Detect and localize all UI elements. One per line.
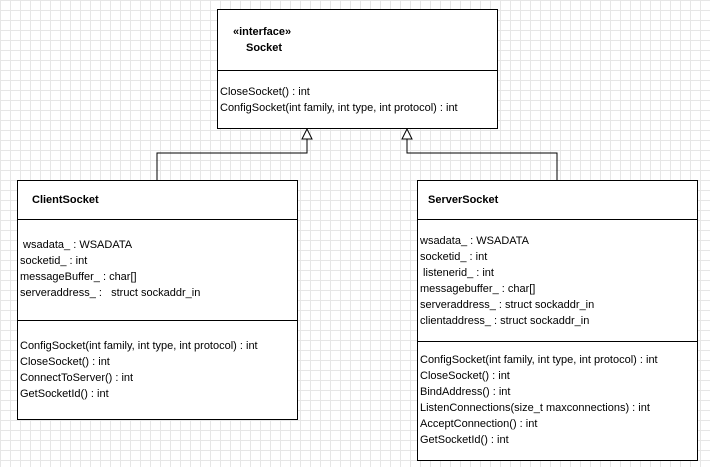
server-method: AcceptConnection() : int bbox=[420, 418, 538, 430]
interface-name: Socket bbox=[246, 42, 283, 54]
server-attribute: clientaddress_ : struct sockaddr_in bbox=[420, 315, 590, 327]
server-method: BindAddress() : int bbox=[420, 386, 511, 398]
client-to-interface-edge bbox=[156, 139, 308, 180]
server-attribute: serveraddress_ : struct sockaddr_in bbox=[420, 299, 595, 311]
server-method: CloseSocket() : int bbox=[420, 370, 510, 382]
server-attribute: wsadata_ : WSADATA bbox=[420, 235, 530, 247]
server-method: GetSocketId() : int bbox=[420, 434, 509, 446]
interface-separator bbox=[218, 70, 497, 71]
interface-method: CloseSocket() : int bbox=[220, 86, 310, 98]
client-attribute: wsadata_ : WSADATA bbox=[20, 239, 133, 251]
client-inheritance-arrowhead bbox=[301, 127, 313, 140]
client-name-separator bbox=[18, 219, 297, 220]
client-attribute-separator bbox=[18, 320, 297, 321]
server-attribute: socketid_ : int bbox=[420, 251, 488, 263]
interface-stereotype: «interface» bbox=[233, 26, 292, 38]
server-attribute-separator bbox=[418, 341, 697, 342]
server-socket-class[interactable]: ServerSocket wsadata_ : WSADATA socketid… bbox=[417, 180, 698, 461]
server-attribute: messagebuffer_ : char[] bbox=[420, 283, 536, 295]
server-method: ListenConnections(size_t maxconnections)… bbox=[420, 402, 650, 414]
client-socket-class[interactable]: ClientSocket wsadata_ : WSADATA socketid… bbox=[17, 180, 298, 420]
client-attribute: messageBuffer_ : char[] bbox=[20, 271, 137, 283]
client-class-name: ClientSocket bbox=[32, 194, 99, 206]
client-method: ConnectToServer() : int bbox=[20, 372, 134, 384]
socket-interface-class[interactable]: «interface» Socket CloseSocket() : int C… bbox=[217, 9, 498, 129]
server-name-separator bbox=[418, 219, 697, 220]
server-attribute: listenerid_ : int bbox=[420, 267, 494, 279]
client-method: CloseSocket() : int bbox=[20, 356, 110, 368]
server-method: ConfigSocket(int family, int type, int p… bbox=[420, 354, 658, 366]
client-attribute: socketid_ : int bbox=[20, 255, 88, 267]
client-method: ConfigSocket(int family, int type, int p… bbox=[20, 340, 258, 352]
client-method: GetSocketId() : int bbox=[20, 388, 109, 400]
server-inheritance-arrowhead bbox=[401, 127, 413, 140]
interface-method: ConfigSocket(int family, int type, int p… bbox=[220, 102, 458, 114]
client-attribute: serveraddress_ : struct sockaddr_in bbox=[20, 287, 201, 299]
server-class-name: ServerSocket bbox=[428, 194, 499, 206]
server-to-interface-edge bbox=[406, 139, 558, 180]
